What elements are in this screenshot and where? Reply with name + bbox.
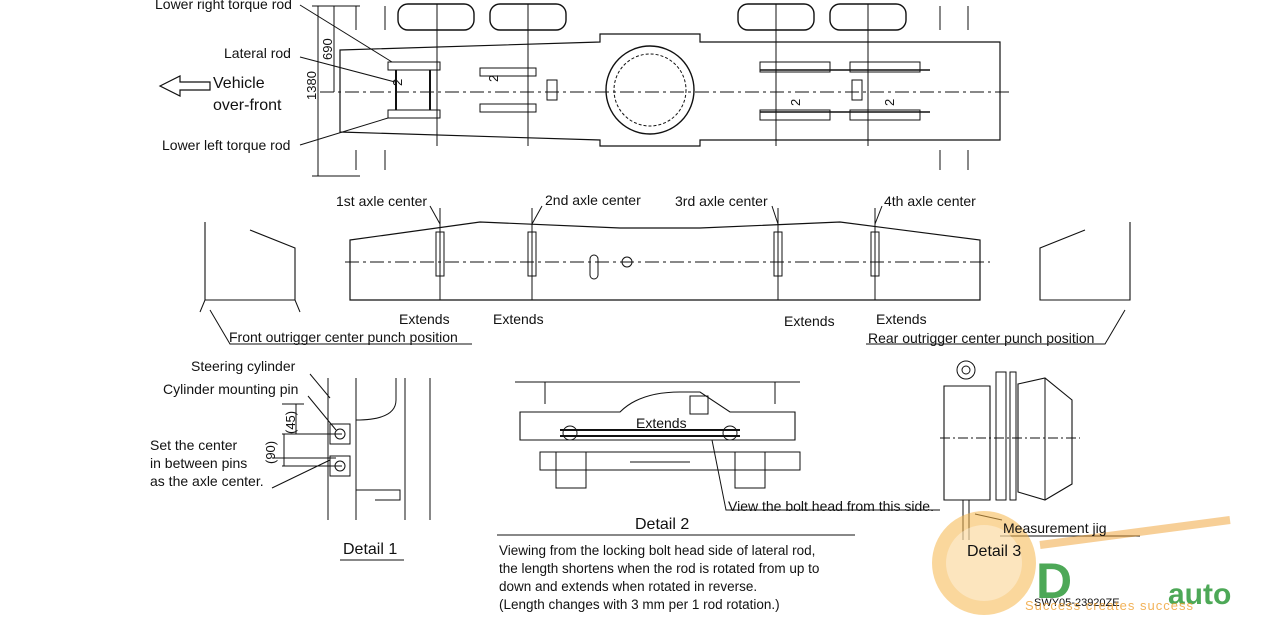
watermark-brand-d: D (1036, 553, 1073, 609)
label-over-front: over-front (213, 97, 282, 114)
label-lower-right-torque-rod: Lower right torque rod (155, 0, 292, 12)
dim-1380: 1380 (304, 71, 319, 100)
note-line-1: Viewing from the locking bolt head side … (499, 543, 816, 558)
detail-2-drawing (497, 381, 940, 536)
mark-2-center: 2 (486, 74, 501, 82)
label-view-bolt-head: View the bolt head from this side. (728, 498, 934, 514)
note-line-4: (Length changes with 3 mm per 1 rod rota… (499, 597, 780, 612)
label-lower-left-torque-rod: Lower left torque rod (162, 137, 291, 153)
mark-2-far-right: 2 (882, 98, 897, 106)
label-steering-cylinder: Steering cylinder (191, 358, 296, 374)
detail-1-title: Detail 1 (343, 541, 398, 558)
label-vehicle: Vehicle (213, 75, 265, 92)
label-4th-axle-center: 4th axle center (884, 193, 976, 209)
label-front-outrigger: Front outrigger center punch position (229, 329, 458, 345)
label-extends-detail-2: Extends (636, 415, 687, 431)
label-rear-outrigger: Rear outrigger center punch position (868, 330, 1095, 346)
label-2nd-axle-center: 2nd axle center (545, 192, 641, 208)
label-extends-1: Extends (399, 311, 450, 327)
top-view-chassis (158, 3, 1010, 177)
watermark-slogan: Success creates success (1025, 598, 1194, 613)
watermark-brand-auto: auto (1168, 578, 1232, 611)
side-view-chassis (199, 205, 1131, 345)
mark-2-right: 2 (788, 98, 803, 106)
watermark-logo (932, 511, 1231, 615)
label-extends-3: Extends (784, 313, 835, 329)
label-extends-2: Extends (493, 311, 544, 327)
label-cylinder-mounting-pin: Cylinder mounting pin (163, 381, 299, 397)
mark-2-left: 2 (390, 78, 405, 86)
dim-45: (45) (283, 410, 298, 434)
label-extends-4: Extends (876, 311, 927, 327)
label-set-center-1: Set the center (150, 437, 238, 453)
note-line-2: the length shortens when the rod is rota… (499, 561, 820, 576)
note-line-3: down and extends when rotated in reverse… (499, 579, 758, 594)
label-set-center-3: as the axle center. (150, 473, 264, 489)
label-measurement-jig: Measurement jig (1003, 520, 1107, 536)
detail-3-title: Detail 3 (967, 543, 1022, 560)
dim-90: (90) (263, 440, 278, 464)
detail-1-drawing (271, 373, 431, 561)
dim-690: 690 (320, 38, 335, 60)
label-3rd-axle-center: 3rd axle center (675, 193, 768, 209)
label-1st-axle-center: 1st axle center (336, 193, 428, 209)
figure-code: SWY05-23920ZE (1034, 597, 1120, 609)
detail-2-title: Detail 2 (635, 516, 690, 533)
label-lateral-rod: Lateral rod (224, 45, 291, 61)
label-set-center-2: in between pins (150, 455, 248, 471)
